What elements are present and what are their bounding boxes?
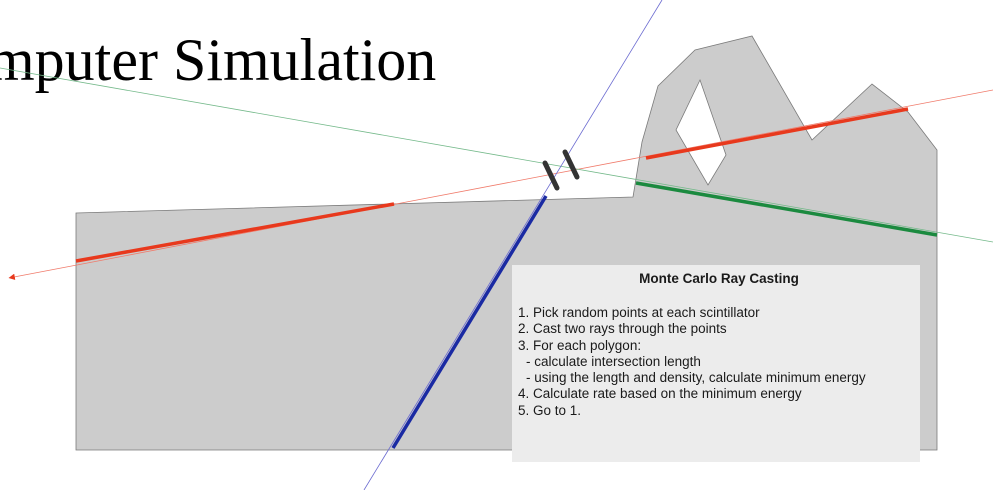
red-ray-thin	[8, 89, 993, 280]
slide-title: mputer Simulation	[0, 27, 437, 93]
algorithm-step: 4. Calculate rate based on the minimum e…	[518, 386, 802, 402]
red-ray-segment-left	[75, 202, 395, 263]
algorithm-step: 1. Pick random points at each scintillat…	[518, 305, 760, 320]
green-ray-segment	[635, 181, 938, 237]
algorithm-step: 5. Go to 1.	[518, 402, 582, 418]
algorithm-step: 2. Cast two rays through the points	[518, 321, 727, 337]
algorithm-substep: - calculate intersection length	[526, 353, 701, 369]
scintillator-left	[542, 160, 560, 191]
green-ray-thin	[0, 67, 993, 243]
algorithm-info-box: Monte Carlo Ray Casting 1. Pick random p…	[512, 265, 920, 462]
algorithm-substep: - using the length and density, calculat…	[526, 370, 866, 386]
blue-ray-thin	[363, 0, 663, 490]
info-box-title: Monte Carlo Ray Casting	[639, 271, 799, 286]
algorithm-step: 3. For each polygon:	[518, 337, 642, 353]
red-ray-segment-right	[645, 107, 909, 160]
scintillator-right	[562, 149, 580, 180]
algorithm-steps-list: 1. Pick random points at each scintillat…	[518, 305, 920, 419]
blue-ray-segment	[391, 195, 548, 449]
